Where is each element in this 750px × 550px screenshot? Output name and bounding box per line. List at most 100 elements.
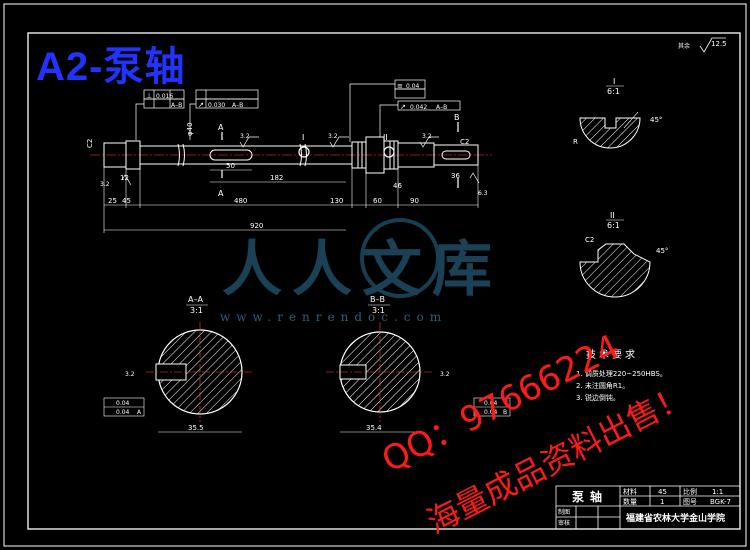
shaft-right-keyway bbox=[441, 150, 471, 160]
section-aa-scale: 3:1 bbox=[190, 306, 203, 315]
section-bb-dim: 35.4 bbox=[366, 424, 382, 432]
tb-row-draw: 制图 bbox=[558, 508, 570, 516]
roughness-overall-value: 12.5 bbox=[711, 40, 727, 48]
gdt-3-val: 0.04 bbox=[406, 83, 420, 90]
section-a-bottom-label: A bbox=[218, 189, 224, 198]
section-bb-tol-ref: B bbox=[503, 409, 507, 416]
section-aa-tol-2: 0.04 bbox=[116, 409, 130, 416]
section-aa-tol-ref: A bbox=[137, 409, 142, 416]
roughness-symbols bbox=[121, 136, 480, 186]
dim-45: 45 bbox=[122, 197, 131, 205]
roughness-others-label: 其余 bbox=[678, 42, 690, 50]
tech-req-item-2: 2. 未注圆角R1。 bbox=[576, 381, 629, 390]
shaft-main-view bbox=[90, 136, 492, 174]
tb-part-name: 泵轴 bbox=[572, 489, 608, 504]
dim-25: 25 bbox=[108, 197, 117, 205]
tech-req-heading: 技术要求 bbox=[586, 348, 638, 361]
gdt-4-sym: ↗ bbox=[400, 103, 406, 111]
break-mark-left bbox=[177, 143, 185, 167]
section-aa-dim: 35.5 bbox=[188, 424, 204, 432]
ra-4: 3.2 bbox=[100, 181, 110, 188]
section-markers bbox=[221, 122, 459, 188]
tb-dwgno: BGK-7 bbox=[710, 498, 731, 506]
detail-i-scale: 6:1 bbox=[607, 87, 620, 96]
inner-border bbox=[27, 32, 741, 530]
ra-1: 3.2 bbox=[240, 133, 250, 140]
detail-ii-label: II bbox=[610, 211, 615, 220]
dim-130: 130 bbox=[330, 197, 343, 205]
gd-tolerance-frames bbox=[135, 79, 461, 142]
drawing-title: A2-泵轴 bbox=[36, 45, 186, 89]
detail-ii-chamfer: C2 bbox=[585, 236, 594, 244]
break-mark-right bbox=[299, 143, 307, 167]
gdt-1-sym: ⊥ bbox=[146, 92, 152, 100]
detail-ii-marker-label: II bbox=[383, 133, 388, 142]
tech-req-item-3: 3. 锐边倒钝。 bbox=[576, 393, 620, 402]
section-bb-tol-2: 0.04 bbox=[484, 409, 498, 416]
tb-label-qty: 数量 bbox=[623, 497, 637, 506]
tech-req-item-1: 1. 调质处理220~250HBS。 bbox=[576, 369, 667, 378]
dim-dia-40: φ40 bbox=[186, 122, 194, 136]
detail-i-marker-label: I bbox=[302, 133, 304, 142]
detail-ii-scale: 6:1 bbox=[607, 221, 620, 230]
section-bb-roughness: 3.2 bbox=[440, 371, 450, 378]
dim-90: 90 bbox=[410, 197, 419, 205]
section-bb-tol-1: 0.04 bbox=[484, 400, 498, 407]
gdt-3-sym: ≡ bbox=[397, 82, 403, 90]
shaft-right-end bbox=[433, 144, 479, 166]
title-block bbox=[555, 485, 741, 530]
dim-keyway-50: 50 bbox=[226, 162, 235, 170]
gdt-1-ref: A–B bbox=[171, 102, 182, 109]
gdt-2-ref: A–B bbox=[232, 102, 243, 109]
chamfer-left: C2 bbox=[86, 139, 94, 148]
tb-school: 福建省农林大学金山学院 bbox=[625, 512, 725, 524]
dim-60: 60 bbox=[373, 197, 382, 205]
gdt-2-sym: ↗ bbox=[198, 101, 204, 109]
dim-total: 920 bbox=[250, 222, 263, 230]
dim-keyway-182: 182 bbox=[270, 174, 283, 182]
gdt-2-val: 0.030 bbox=[208, 102, 225, 109]
section-aa-tol-1: 0.04 bbox=[116, 400, 130, 407]
tb-row-check: 审核 bbox=[558, 519, 570, 527]
dim-480: 480 bbox=[234, 197, 247, 205]
dim-46: 46 bbox=[393, 182, 402, 190]
roughness-overall bbox=[699, 37, 726, 53]
section-bb-scale: 3:1 bbox=[372, 306, 385, 315]
tech-requirements: 技术要求 1. 调质处理220~250HBS。 2. 未注圆角R1。 3. 锐边… bbox=[576, 348, 667, 402]
section-bb-label: B–B bbox=[370, 295, 385, 304]
dim-r12: 12 bbox=[120, 174, 129, 182]
gdt-1-val: 0.016 bbox=[156, 93, 173, 100]
chamfer-right: C2 bbox=[460, 138, 469, 146]
gdt-4-ref: A–B bbox=[436, 104, 447, 111]
dim-36: 36 bbox=[451, 172, 460, 180]
section-bb-view: B–B 3:1 35.4 3.2 0.04 0.04 B bbox=[326, 295, 511, 433]
tb-label-dwgno: 图号 bbox=[683, 498, 697, 506]
ra-3: 3.2 bbox=[422, 133, 432, 140]
tb-scale: 1:1 bbox=[712, 488, 723, 496]
gdt-4-val: 0.042 bbox=[410, 104, 427, 111]
detail-ii-view: II 6:1 45° C2 bbox=[579, 211, 668, 298]
dimension-lines bbox=[103, 165, 479, 233]
section-aa-label: A–A bbox=[188, 295, 203, 304]
tb-qty: 1 bbox=[660, 498, 664, 506]
detail-ii-angle: 45° bbox=[656, 247, 668, 255]
tb-label-scale: 比例 bbox=[683, 487, 697, 496]
tb-material: 45 bbox=[658, 488, 667, 496]
detail-i-angle: 45° bbox=[650, 116, 662, 124]
detail-i-label: I bbox=[613, 77, 615, 86]
watermark-site: www.renrendoc.com bbox=[220, 310, 448, 324]
outer-border bbox=[3, 3, 747, 547]
ra-2: 3.2 bbox=[328, 133, 338, 140]
watermark-logo: 人人文库 bbox=[222, 218, 502, 305]
tb-label-material: 材料 bbox=[623, 487, 637, 496]
section-aa-roughness: 3.2 bbox=[125, 371, 135, 378]
shaft-keyway bbox=[209, 149, 253, 161]
ra-5: 6.3 bbox=[478, 190, 488, 197]
section-b-top-label: B bbox=[454, 113, 460, 122]
watermark-brand: 人人文库 bbox=[222, 235, 502, 305]
detail-i-view: I 6:1 45° R bbox=[573, 77, 662, 149]
section-aa-view: A–A 3:1 35.5 3.2 0.04 0.04 A bbox=[103, 295, 254, 433]
detail-i-r: R bbox=[573, 138, 578, 146]
section-a-top-label: A bbox=[218, 123, 224, 132]
